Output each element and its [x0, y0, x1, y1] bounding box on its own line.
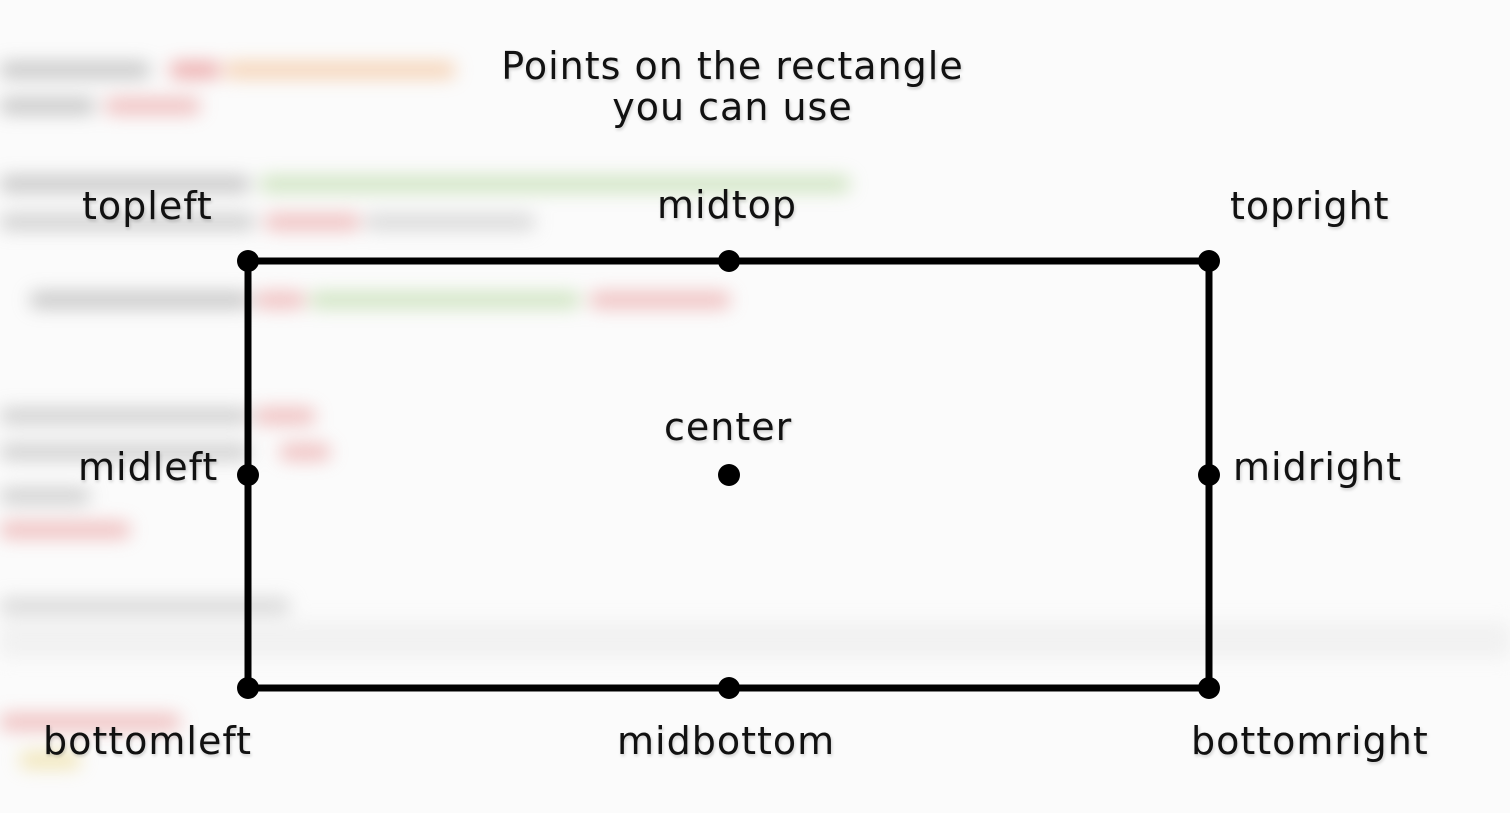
midright-point: [1198, 464, 1220, 486]
midtop-label: midtop: [657, 183, 797, 227]
bottomright-point: [1198, 677, 1220, 699]
center-label: center: [664, 405, 793, 449]
topleft-label: topleft: [82, 184, 213, 228]
midright-label: midright: [1233, 445, 1402, 489]
bottomleft-point: [237, 677, 259, 699]
bottomright-label: bottomright: [1191, 719, 1429, 763]
topleft-point: [237, 250, 259, 272]
midleft-point: [237, 464, 259, 486]
midbottom-point: [718, 677, 740, 699]
midtop-point: [718, 250, 740, 272]
topright-label: topright: [1230, 184, 1390, 228]
center-point: [718, 464, 740, 486]
midleft-label: midleft: [78, 445, 219, 489]
midbottom-label: midbottom: [617, 719, 836, 763]
title-line-2: you can use: [612, 85, 853, 129]
diagram-title: Points on the rectangle you can use: [455, 46, 1010, 128]
bottomleft-label: bottomleft: [43, 719, 252, 763]
title-line-1: Points on the rectangle: [501, 44, 964, 88]
topright-point: [1198, 250, 1220, 272]
